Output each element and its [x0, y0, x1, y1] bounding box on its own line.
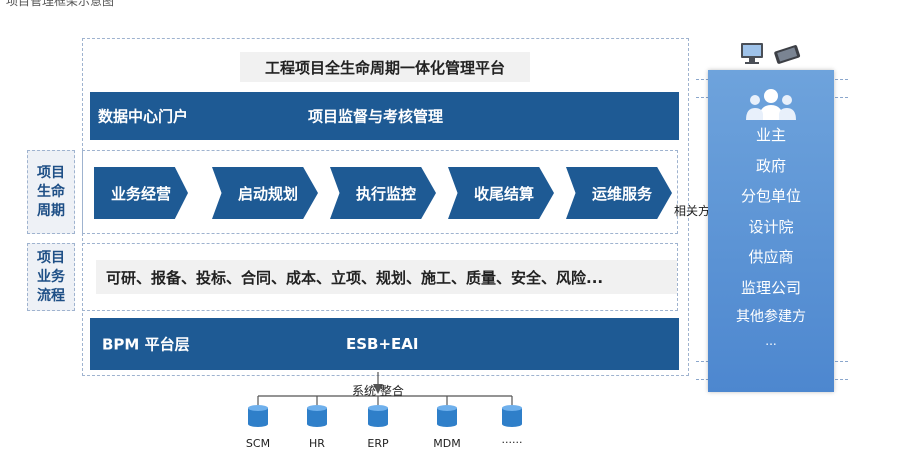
stage-closing: 收尾结算: [448, 167, 554, 219]
phone-icon: [774, 45, 801, 64]
stage-operations: 运维服务: [566, 167, 672, 219]
esb-eai: ESB+EAI: [346, 335, 419, 353]
system-erp: ERP: [367, 437, 389, 450]
stakeholder-subcontractor: 分包单位: [740, 187, 801, 205]
system-scm: SCM: [245, 437, 271, 450]
database-icon: [248, 405, 268, 427]
system-more: ......: [501, 433, 523, 446]
stage-business: 业务经营: [94, 167, 188, 219]
integration-connector: [257, 372, 513, 406]
business-flow: 可研、报备、投标、合同、成本、立项、规划、施工、质量、安全、风险...: [96, 260, 677, 294]
people-group-icon: [746, 89, 796, 120]
integration-label: 系统 整合: [352, 384, 404, 398]
lifecycle-label: 项目 生命 周期: [27, 150, 75, 234]
stakeholder-others: 其他参建方: [736, 309, 806, 325]
computer-icon: [741, 43, 801, 64]
supervision-management: 项目监督与考核管理: [308, 107, 444, 126]
bpm-layer: BPM 平台层: [102, 335, 190, 354]
stakeholders-label: 相关方: [674, 204, 711, 218]
stakeholder-more: ...: [765, 334, 777, 348]
database-icon: [307, 405, 327, 427]
lifecycle-row: [82, 150, 678, 234]
system-mdm: MDM: [433, 437, 461, 450]
stakeholders-panel: [708, 70, 834, 392]
bottom-bar: BPM 平台层 ESB+EAI: [90, 318, 679, 370]
data-center-portal: 数据中心门户: [98, 107, 189, 126]
stakeholder-design-institute: 设计院: [748, 218, 794, 236]
top-bar: 数据中心门户 项目监督与考核管理: [90, 92, 679, 140]
database-icon: [502, 405, 522, 427]
stakeholder-government: 政府: [755, 157, 786, 175]
database-icon: [368, 405, 388, 427]
stage-planning: 启动规划: [212, 167, 318, 219]
business-row: [82, 243, 678, 311]
stakeholder-supervisor: 监理公司: [740, 279, 801, 297]
platform-title: 工程项目全生命周期一体化管理平台: [240, 52, 530, 82]
system-hr: HR: [309, 437, 325, 450]
stakeholder-supplier: 供应商: [748, 248, 794, 266]
stage-monitoring: 执行监控: [330, 167, 436, 219]
figure-caption: 项目管理框架示意图: [6, 0, 115, 8]
database-icon: [437, 405, 457, 427]
business-label: 项目 业务 流程: [27, 243, 75, 311]
stakeholder-owner: 业主: [755, 126, 786, 144]
